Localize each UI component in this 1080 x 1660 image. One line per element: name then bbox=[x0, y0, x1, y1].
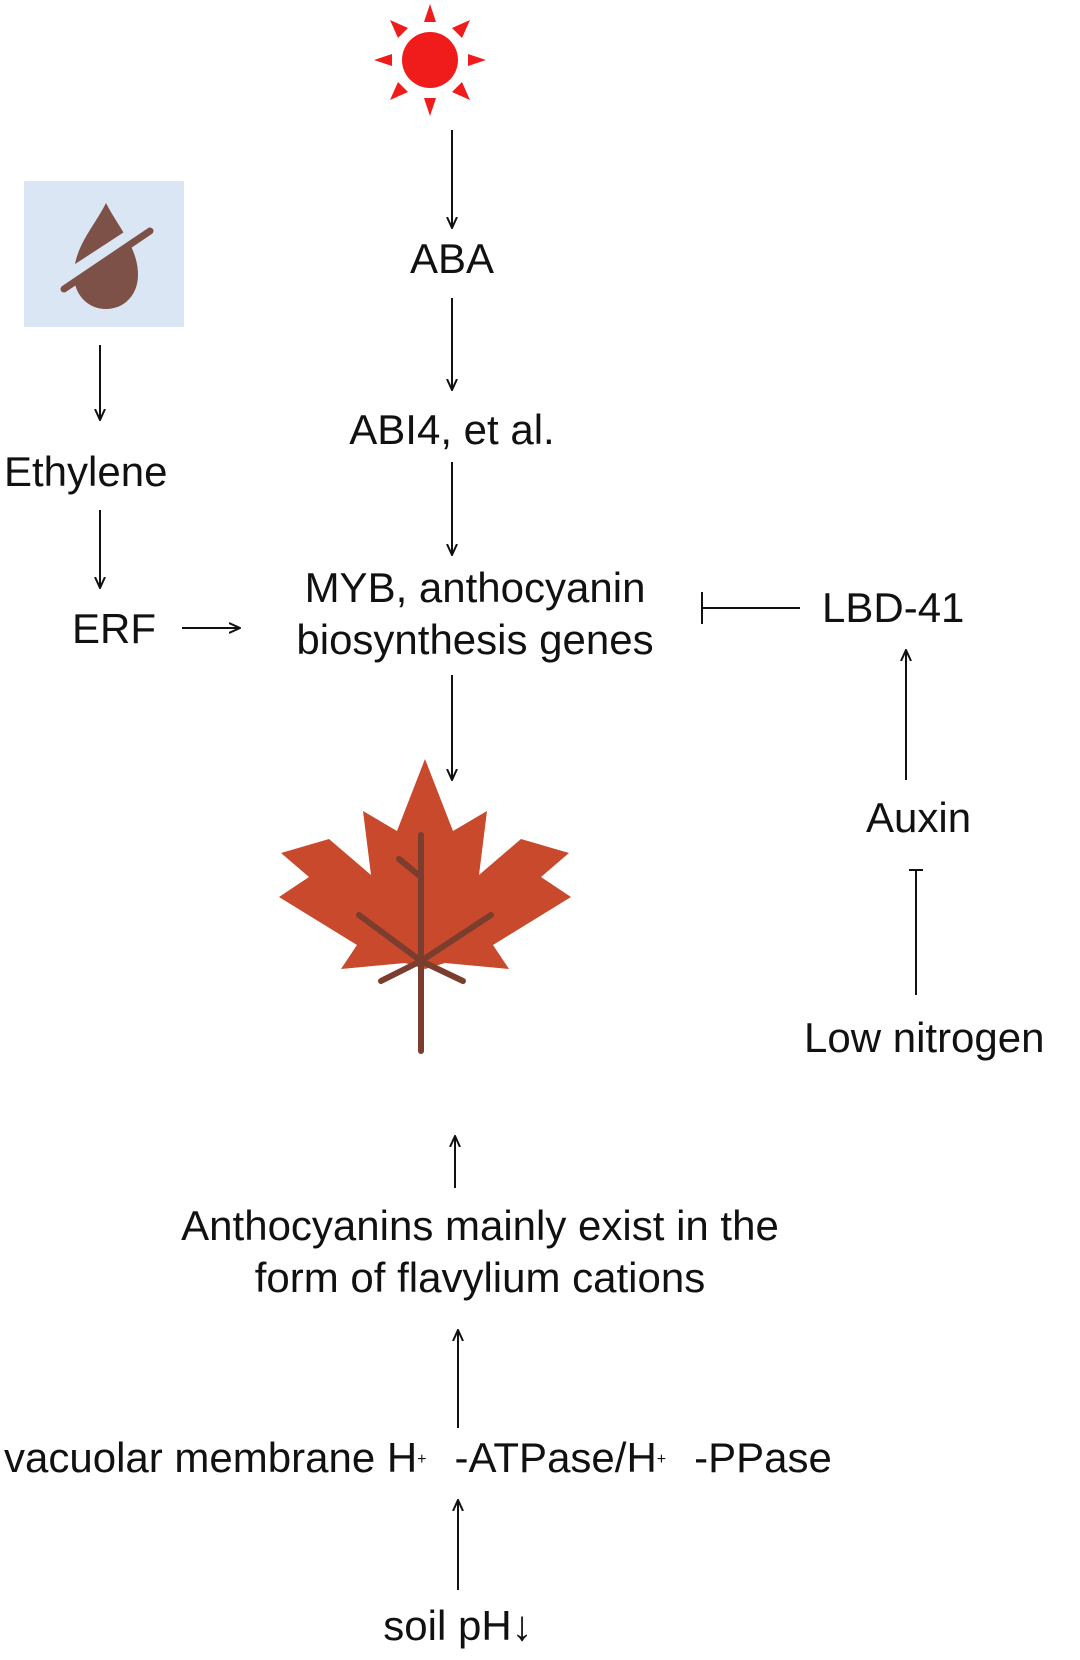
node-low-nitrogen: Low nitrogen bbox=[804, 1014, 1045, 1061]
node-vacuolar-part2: -ATPase/H bbox=[454, 1434, 657, 1481]
node-vacuolar: vacuolar membrane H+-ATPase/H+-PPase bbox=[4, 1432, 832, 1484]
node-vacuolar-part3: -PPase bbox=[694, 1434, 832, 1481]
node-myb-line2: biosynthesis genes bbox=[296, 616, 654, 663]
node-lbd41: LBD-41 bbox=[822, 584, 965, 631]
drought-icon-box bbox=[24, 181, 184, 327]
node-aba: ABA bbox=[409, 235, 495, 282]
node-anthocyanins: Anthocyanins mainly exist in the form of… bbox=[110, 1200, 850, 1304]
node-abi4: ABI4, et al. bbox=[349, 406, 555, 453]
maple-leaf-icon bbox=[279, 759, 571, 1054]
node-vacuolar-sup2: + bbox=[656, 1451, 667, 1468]
node-vacuolar-part1: vacuolar membrane H bbox=[4, 1434, 418, 1481]
no-water-drop-icon bbox=[54, 203, 154, 309]
node-erf: ERF bbox=[72, 605, 156, 652]
sun-icon bbox=[374, 4, 486, 116]
node-anthocyanins-line2: form of flavylium cations bbox=[254, 1254, 706, 1301]
node-myb: MYB, anthocyanin biosynthesis genes bbox=[245, 562, 705, 666]
node-soil-ph: soil pH↓ bbox=[383, 1602, 533, 1649]
node-anthocyanins-line1: Anthocyanins mainly exist in the bbox=[181, 1202, 779, 1249]
node-auxin: Auxin bbox=[866, 794, 972, 841]
node-vacuolar-sup1: + bbox=[417, 1451, 427, 1468]
node-myb-line1: MYB, anthocyanin bbox=[304, 564, 646, 611]
node-ethylene: Ethylene bbox=[4, 448, 168, 495]
